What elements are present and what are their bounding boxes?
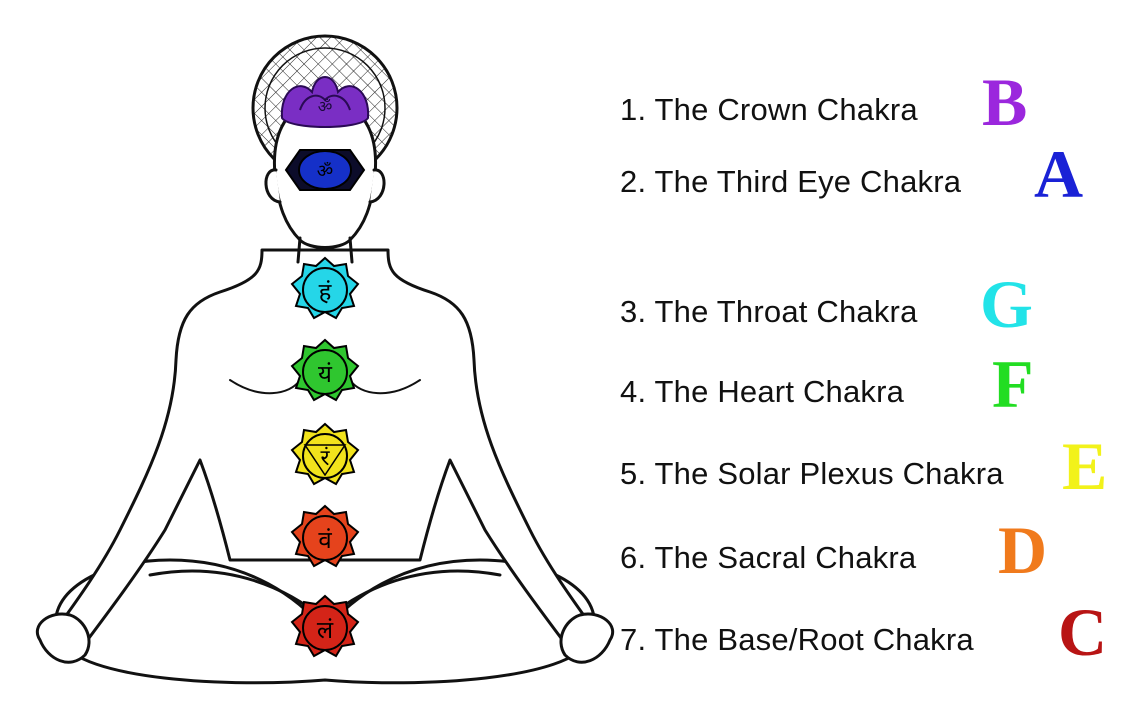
legend-letter-solar-plexus: E	[1062, 428, 1108, 504]
legend-label-root: 7. The Base/Root Chakra	[620, 622, 974, 657]
chakra-solar-plexus: रं	[290, 422, 360, 486]
legend-label-crown: 1. The Crown Chakra	[620, 92, 918, 127]
chakra-root-symbol: लं	[317, 616, 334, 644]
legend-row-sacral: 6. The Sacral Chakra D	[620, 514, 1130, 584]
chakra-heart-symbol: यं	[318, 360, 333, 388]
legend-label-heart: 4. The Heart Chakra	[620, 374, 905, 409]
legend-row-solar-plexus: 5. The Solar Plexus Chakra E	[620, 430, 1130, 500]
legend-letter-crown: B	[982, 64, 1028, 140]
legend-label-third-eye: 2. The Third Eye Chakra	[620, 164, 962, 199]
chakra-heart: यं	[290, 338, 360, 402]
legend-letter-heart: F	[992, 346, 1034, 422]
figure-drawing: ॐ ॐ हं यं रं	[36, 34, 614, 685]
legend-row-third-eye: 2. The Third Eye Chakra A	[620, 138, 1130, 208]
legend-letter-sacral: D	[998, 512, 1048, 588]
chakra-throat: हं	[290, 256, 360, 320]
legend-letter-root: C	[1058, 594, 1108, 670]
chakra-solar-plexus-symbol: रं	[321, 446, 331, 471]
legend-letter-throat: G	[980, 266, 1033, 342]
legend-letter-third-eye: A	[1034, 136, 1084, 212]
chakra-sacral-symbol: वं	[318, 526, 332, 554]
chakra-root: लं	[290, 594, 360, 658]
chakra-crown-symbol: ॐ	[318, 97, 333, 116]
chakra-third-eye: ॐ	[284, 149, 366, 191]
legend-label-sacral: 6. The Sacral Chakra	[620, 540, 917, 575]
legend-row-throat: 3. The Throat Chakra G	[620, 268, 1130, 338]
legend-row-heart: 4. The Heart Chakra F	[620, 348, 1130, 418]
chakra-sacral: वं	[290, 504, 360, 568]
legend-label-throat: 3. The Throat Chakra	[620, 294, 918, 329]
chakra-throat-symbol: हं	[319, 278, 333, 306]
legend-row-crown: 1. The Crown Chakra B	[620, 66, 1130, 136]
chakra-crown: ॐ	[280, 76, 370, 128]
legend-label-solar-plexus: 5. The Solar Plexus Chakra	[620, 456, 1004, 491]
meditating-figure-illustration: ॐ ॐ हं यं रं	[36, 34, 614, 685]
legend-row-root: 7. The Base/Root Chakra C	[620, 596, 1130, 666]
chakra-third-eye-symbol: ॐ	[317, 161, 333, 182]
